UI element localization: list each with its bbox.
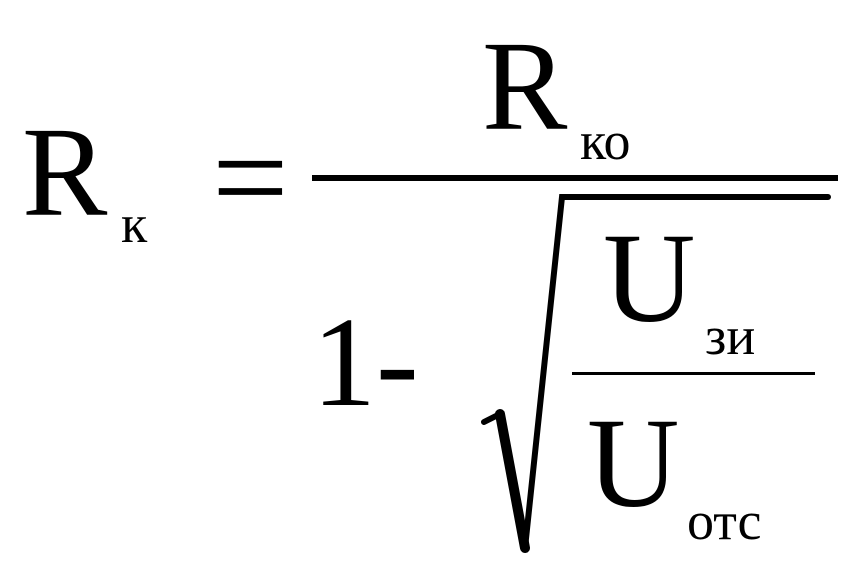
- numerator-symbol: R: [482, 15, 568, 157]
- inner-numerator-subscript: зи: [705, 306, 756, 366]
- inner-fraction-bar: [572, 372, 815, 375]
- main-fraction-bar: [312, 175, 838, 181]
- inner-numerator-symbol: U: [603, 207, 696, 349]
- inner-denominator-symbol: U: [587, 392, 680, 534]
- inner-denominator-subscript: отс: [687, 491, 762, 551]
- equals-sign: =: [212, 103, 289, 253]
- numerator-subscript: ко: [580, 111, 631, 171]
- lhs-subscript: к: [121, 194, 148, 254]
- lhs-symbol: R: [22, 101, 108, 243]
- denominator-lead: 1-: [312, 291, 419, 433]
